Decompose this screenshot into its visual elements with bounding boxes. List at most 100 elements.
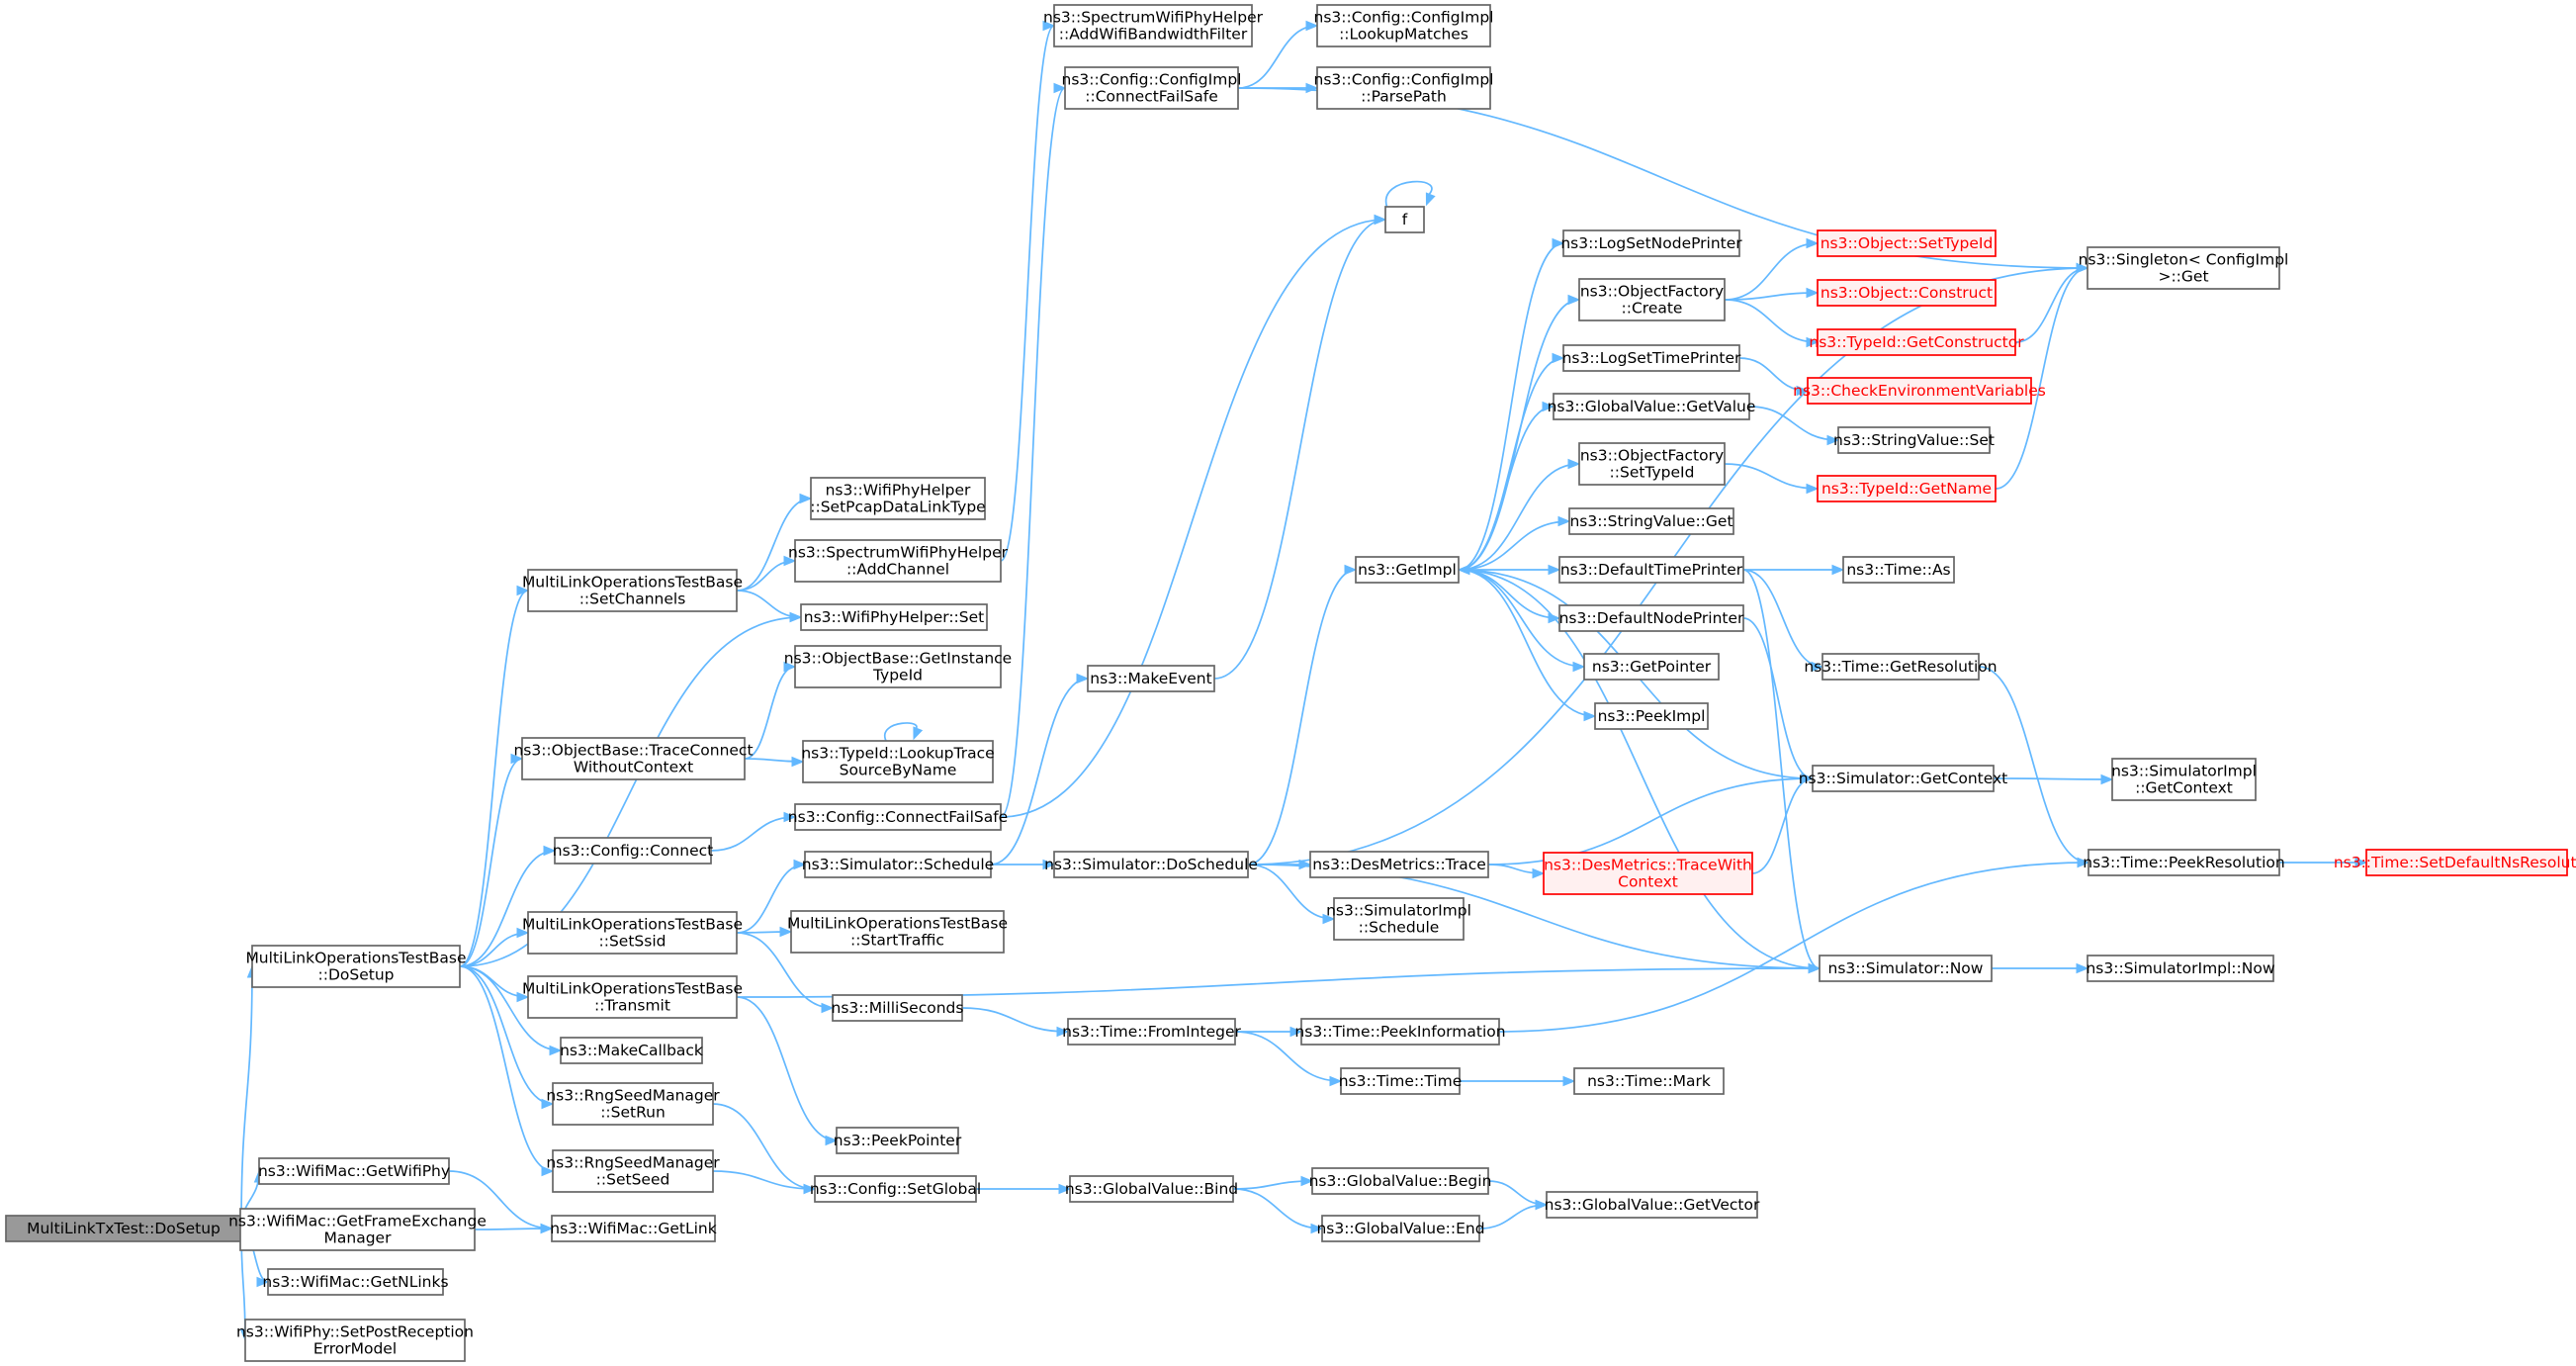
node-ns3-spectrumwifiphyhelper-addwifibandwidthfilter[interactable]: ns3::SpectrumWifiPhyHelper::AddWifiBandw… xyxy=(1043,4,1264,47)
node-ns3-objectfactory-settypeid[interactable]: ns3::ObjectFactory::SetTypeId xyxy=(1578,442,1726,486)
node-ns3-singleton-configimpl-get-label-line-1: >::Get xyxy=(2158,268,2208,286)
node-multilinkoperationstestbase-transmit[interactable]: MultiLinkOperationsTestBase::Transmit xyxy=(522,975,743,1019)
node-ns3-singleton-configimpl-get[interactable]: ns3::Singleton< ConfigImpl >::Get xyxy=(2079,246,2289,290)
node-ns3-time-time[interactable]: ns3::Time::Time xyxy=(1339,1067,1463,1095)
node-ns3-defaultnodeprinter[interactable]: ns3::DefaultNodePrinter xyxy=(1558,604,1744,632)
node-ns3-spectrumwifiphyhelper-addwifibandwidthfilter-box xyxy=(1053,4,1253,47)
node-ns3-globalvalue-getvalue-box xyxy=(1553,393,1750,420)
node-ns3-simulator-getcontext-label-line-0: ns3::Simulator::GetContext xyxy=(1799,770,2008,787)
edge-n62-to-n67-line xyxy=(1978,666,2089,864)
node-multilinkoperationstestbase-dosetup[interactable]: MultiLinkOperationsTestBase::DoSetup xyxy=(245,945,467,988)
node-ns3-typeid-getconstructor-label-line-0: ns3::TypeId::GetConstructor xyxy=(1809,333,2024,351)
node-ns3-wifiphyhelper-set[interactable]: ns3::WifiPhyHelper::Set xyxy=(800,603,988,631)
edge-n1-to-n10-arrowhead xyxy=(516,927,530,939)
edge-n10-to-n23-arrowhead xyxy=(821,1002,835,1014)
node-ns3-peekimpl[interactable]: ns3::PeekImpl xyxy=(1594,702,1709,730)
node-ns3-config-configimpl-parsepath-label-line-1: ::ParsePath xyxy=(1361,88,1447,106)
node-ns3-wifimac-getnlinks[interactable]: ns3::WifiMac::GetNLinks xyxy=(262,1268,449,1296)
edge-n1-to-n9 xyxy=(459,845,557,967)
node-ns3-simulatorimpl-now[interactable]: ns3::SimulatorImpl::Now xyxy=(2086,955,2275,982)
node-ns3-wifiphyhelper-setpcapdatalinktype[interactable]: ns3::WifiPhyHelper::SetPcapDataLinkType xyxy=(810,477,986,520)
node-ns3-globalvalue-getvector[interactable]: ns3::GlobalValue::GetVector xyxy=(1545,1191,1760,1219)
node-ns3-simulator-schedule[interactable]: ns3::Simulator::Schedule xyxy=(802,851,994,878)
node-ns3-simulatorimpl-getcontext[interactable]: ns3::SimulatorImpl::GetContext xyxy=(2111,758,2257,801)
node-ns3-defaulttimeprinter[interactable]: ns3::DefaultTimePrinter xyxy=(1558,556,1744,584)
node-ns3-time-setdefaultnsresolution[interactable]: ns3::Time::SetDefaultNsResolution xyxy=(2334,849,2576,876)
node-ns3-typeid-getname[interactable]: ns3::TypeId::GetName xyxy=(1817,475,1997,502)
edge-n31-to-n40-line xyxy=(1232,1180,1313,1190)
node-ns3-desmetrics-trace[interactable]: ns3::DesMetrics::Trace xyxy=(1309,851,1489,878)
edge-n27-to-n32 xyxy=(1237,20,1319,89)
node-ns3-simulator-now[interactable]: ns3::Simulator::Now xyxy=(1819,955,1993,982)
node-ns3-config-connect[interactable]: ns3::Config::Connect xyxy=(553,837,713,865)
node-ns3-config-setglobal[interactable]: ns3::Config::SetGlobal xyxy=(810,1175,981,1203)
node-ns3-wifimac-getwifiphy[interactable]: ns3::WifiMac::GetWifiPhy xyxy=(258,1157,450,1185)
node-ns3-globalvalue-bind[interactable]: ns3::GlobalValue::Bind xyxy=(1065,1175,1238,1203)
node-ns3-checkenvironmentvariables[interactable]: ns3::CheckEnvironmentVariables xyxy=(1793,377,2046,405)
node-ns3-object-settypeid[interactable]: ns3::Object::SetTypeId xyxy=(1817,229,1997,257)
node-ns3-stringvalue-get[interactable]: ns3::StringValue::Get xyxy=(1568,507,1734,535)
node-ns3-time-as[interactable]: ns3::Time::As xyxy=(1842,556,1955,584)
node-ns3-simulator-doschedule[interactable]: ns3::Simulator::DoSchedule xyxy=(1044,851,1258,878)
node-ns3-time-frominteger[interactable]: ns3::Time::FromInteger xyxy=(1062,1018,1241,1046)
node-ns3-milliseconds[interactable]: ns3::MilliSeconds xyxy=(832,994,964,1022)
node-ns3-config-configimpl-parsepath[interactable]: ns3::Config::ConfigImpl::ParsePath xyxy=(1314,66,1494,110)
node-ns3-stringvalue-set[interactable]: ns3::StringValue::Set xyxy=(1833,426,1995,454)
edge-n28-to-n34 xyxy=(1213,214,1387,680)
node-ns3-desmetrics-trace-box xyxy=(1309,851,1489,878)
edge-n31-to-n41-line xyxy=(1232,1188,1323,1229)
node-ns3-time-as-box xyxy=(1842,556,1955,584)
node-f[interactable]: f xyxy=(1384,206,1425,233)
node-ns3-config-configimpl-connectfailsafe[interactable]: ns3::Config::ConfigImpl::ConnectFailSafe xyxy=(1062,66,1242,110)
node-ns3-makeevent[interactable]: ns3::MakeEvent xyxy=(1087,665,1215,692)
edge-n35-to-n47 xyxy=(1458,515,1571,571)
node-ns3-time-peekinformation[interactable]: ns3::Time::PeekInformation xyxy=(1294,1018,1506,1046)
node-ns3-time-peekresolution[interactable]: ns3::Time::PeekResolution xyxy=(2083,849,2285,876)
edge-n35-to-n51-line xyxy=(1458,569,1596,717)
node-multilinkoperationstestbase-setssid[interactable]: MultiLinkOperationsTestBase::SetSsid xyxy=(522,911,743,955)
node-ns3-config-configimpl-lookupmatches[interactable]: ns3::Config::ConfigImpl::LookupMatches xyxy=(1314,4,1494,47)
node-ns3-object-construct[interactable]: ns3::Object::Construct xyxy=(1817,279,1997,307)
node-ns3-getimpl[interactable]: ns3::GetImpl xyxy=(1355,556,1460,584)
node-ns3-makecallback[interactable]: ns3::MakeCallback xyxy=(560,1037,703,1064)
node-ns3-logsetnodeprinter[interactable]: ns3::LogSetNodePrinter xyxy=(1560,229,1742,257)
node-ns3-rngseedmanager-setrun[interactable]: ns3::RngSeedManager::SetRun xyxy=(546,1082,720,1126)
node-ns3-objectfactory-create[interactable]: ns3::ObjectFactory::Create xyxy=(1578,278,1726,321)
node-ns3-wifimac-getlink-box xyxy=(551,1215,716,1242)
node-ns3-wifimac-getlink[interactable]: ns3::WifiMac::GetLink xyxy=(550,1215,717,1242)
node-ns3-peekpointer[interactable]: ns3::PeekPointer xyxy=(834,1127,962,1154)
node-ns3-simulatorimpl-schedule-box xyxy=(1333,897,1465,941)
node-ns3-globalvalue-getvalue[interactable]: ns3::GlobalValue::GetValue xyxy=(1548,393,1756,420)
edge-n20-to-n27-arrowhead xyxy=(1053,82,1067,94)
node-ns3-typeid-getconstructor[interactable]: ns3::TypeId::GetConstructor xyxy=(1809,328,2024,356)
node-ns3-time-as-label-line-0: ns3::Time::As xyxy=(1846,561,1950,579)
edge-n0-to-n4-arrowhead xyxy=(256,1276,270,1288)
node-ns3-simulator-getcontext[interactable]: ns3::Simulator::GetContext xyxy=(1799,765,2008,792)
node-ns3-time-setdefaultnsresolution-box xyxy=(2365,849,2568,876)
node-multilinktxtest-dosetup[interactable]: MultiLinkTxTest::DoSetup xyxy=(5,1215,242,1242)
node-ns3-objectbase-traceconnect-withoutcontext[interactable]: ns3::ObjectBase::TraceConnectWithoutCont… xyxy=(513,737,754,780)
node-ns3-getpointer[interactable]: ns3::GetPointer xyxy=(1583,653,1720,681)
node-ns3-simulatorimpl-schedule[interactable]: ns3::SimulatorImpl::Schedule xyxy=(1326,897,1471,941)
node-ns3-wifimac-getframeexchange-manager-label-line-1: Manager xyxy=(324,1229,393,1247)
node-ns3-logsettimeprinter[interactable]: ns3::LogSetTimePrinter xyxy=(1562,344,1741,372)
node-ns3-desmetrics-trace-label-line-0: ns3::DesMetrics::Trace xyxy=(1312,856,1486,873)
edge-n35-to-n47-arrowhead xyxy=(1557,515,1571,527)
node-ns3-globalvalue-end[interactable]: ns3::GlobalValue::End xyxy=(1316,1215,1485,1242)
node-ns3-rngseedmanager-setseed[interactable]: ns3::RngSeedManager::SetSeed xyxy=(546,1149,720,1193)
edge-n11-to-n24-arrowhead xyxy=(825,1135,839,1146)
node-ns3-time-mark[interactable]: ns3::Time::Mark xyxy=(1573,1067,1725,1095)
node-multilinkoperationstestbase-starttraffic[interactable]: MultiLinkOperationsTestBase::StartTraffi… xyxy=(787,910,1008,954)
node-ns3-time-getresolution[interactable]: ns3::Time::GetResolution xyxy=(1804,653,1998,681)
node-ns3-globalvalue-begin[interactable]: ns3::GlobalValue::Begin xyxy=(1309,1167,1492,1195)
node-multilinkoperationstestbase-setchannels[interactable]: MultiLinkOperationsTestBase::SetChannels xyxy=(522,569,743,612)
node-ns3-wifimac-getwifiphy-label-line-0: ns3::WifiMac::GetWifiPhy xyxy=(258,1162,450,1180)
node-ns3-config-connectfailsafe[interactable]: ns3::Config::ConnectFailSafe xyxy=(788,803,1008,831)
edge-n1-to-n9-arrowhead xyxy=(543,845,557,857)
node-ns3-spectrumwifiphyhelper-addchannel[interactable]: ns3::SpectrumWifiPhyHelper::AddChannel xyxy=(788,539,1009,583)
